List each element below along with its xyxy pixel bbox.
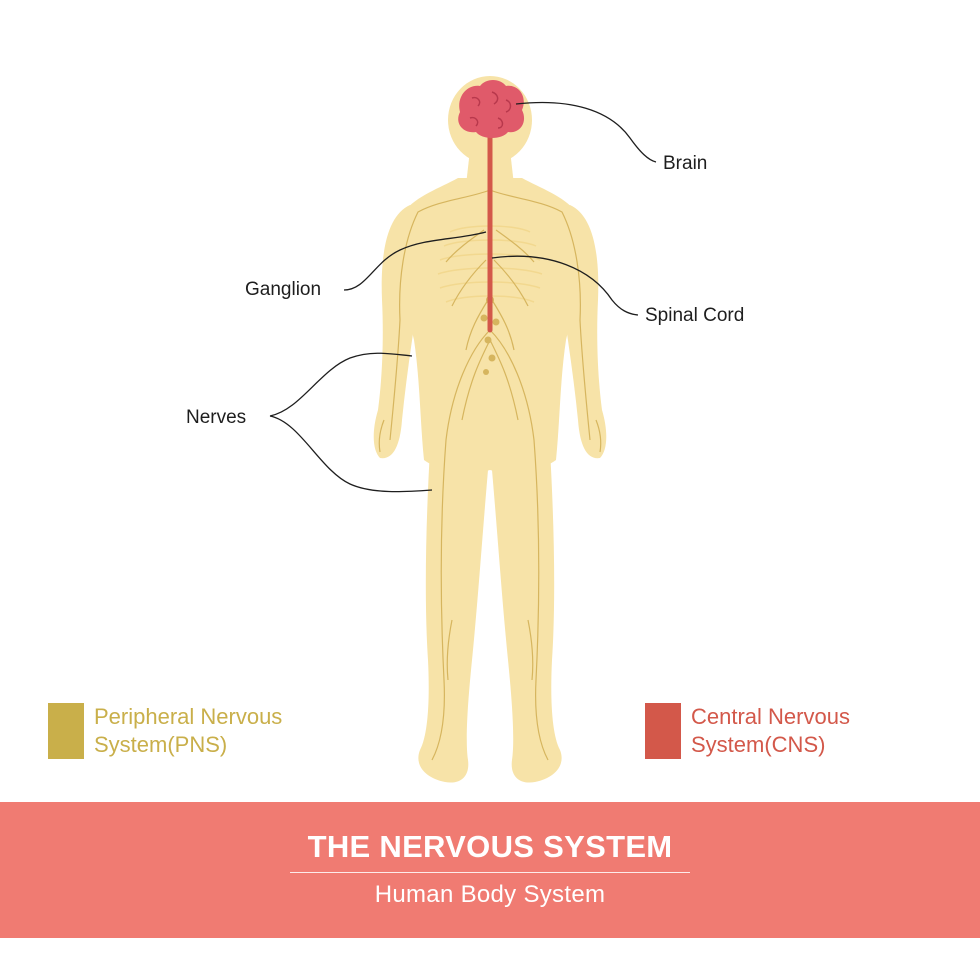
peripheral-nerves — [378, 189, 602, 761]
spinal-cord-leader — [491, 255, 639, 316]
cns-legend-label: Central Nervous System(CNS) — [691, 704, 850, 757]
nerves-leader-upper — [269, 352, 413, 417]
banner-subtitle: Human Body System — [374, 881, 606, 908]
pns-swatch — [48, 703, 84, 759]
pns-legend-label: Peripheral Nervous System(PNS) — [94, 704, 283, 757]
spinal-cord-label: Spinal Cord — [645, 305, 745, 326]
brain — [458, 80, 525, 138]
cns-swatch — [645, 703, 681, 759]
banner-divider — [290, 872, 690, 873]
left-leg — [418, 450, 488, 783]
legend-cns: Central Nervous System(CNS) — [645, 703, 931, 759]
nerves-leader-lower — [269, 415, 433, 493]
right-leg — [492, 450, 562, 783]
banner-title: THE NERVOUS SYSTEM — [307, 829, 673, 864]
leader-lines — [269, 101, 657, 493]
nerves-label: Nerves — [186, 407, 247, 428]
legend-pns: Peripheral Nervous System(PNS) — [48, 703, 334, 759]
banner-bar — [0, 802, 980, 938]
ganglion-leader — [343, 231, 487, 291]
brain-label: Brain — [663, 153, 708, 174]
title-banner: THE NERVOUS SYSTEM Human Body System — [0, 802, 980, 938]
ganglion-label: Ganglion — [245, 279, 322, 300]
brain-leader — [515, 101, 657, 163]
